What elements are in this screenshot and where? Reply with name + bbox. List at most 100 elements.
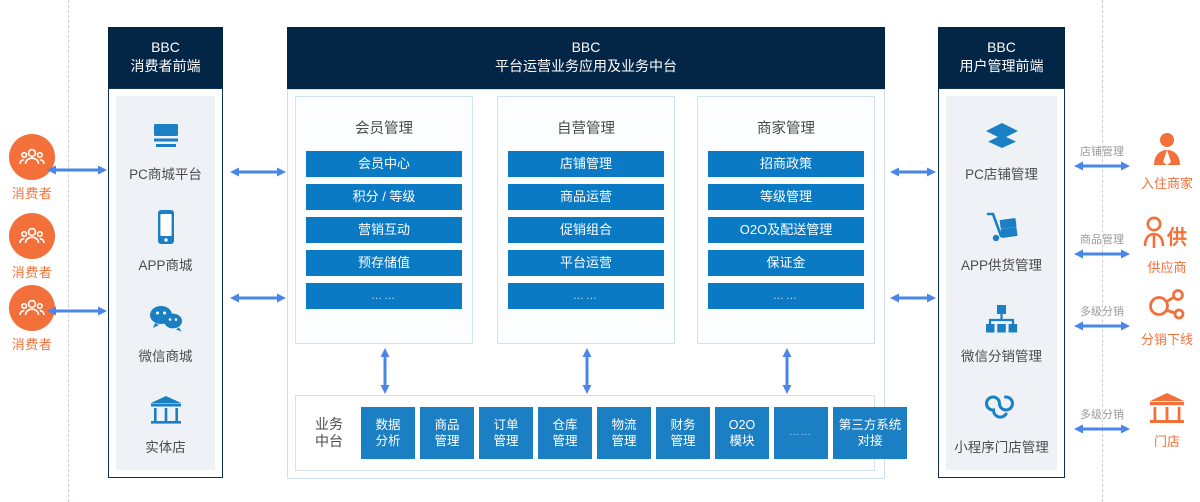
- cell-line1: O2O: [728, 418, 756, 432]
- arrow-role-supplier: [1073, 248, 1131, 260]
- share-nodes-icon: [1130, 284, 1200, 328]
- role-label: 入住商家: [1140, 176, 1193, 191]
- users-icon: [9, 285, 55, 331]
- mid-platform-bar: 业务 中台 数据分析 商品管理 订单管理 仓库管理 物流管理 财务管理 O: [295, 395, 907, 471]
- usermgmt-pc-shop[interactable]: PC店铺管理: [946, 116, 1057, 183]
- left-panel-header: BBC 消费者前端: [108, 27, 223, 88]
- cell-line2: 对接: [857, 434, 883, 448]
- cell-line2: 管理: [611, 434, 637, 448]
- role-merchant: 入住商家: [1130, 128, 1200, 192]
- arrow-role-store: [1073, 423, 1131, 435]
- channel-app-mall[interactable]: APP商城: [116, 207, 215, 274]
- role-label: 供应商: [1147, 260, 1187, 275]
- module-chip[interactable]: 保证金: [708, 250, 864, 276]
- channel-pc-mall[interactable]: PC商城平台: [116, 116, 215, 183]
- arrow-self-operated-to-midplatform: [581, 347, 593, 395]
- module-chip[interactable]: 招商政策: [708, 151, 864, 177]
- users-icon: [9, 213, 55, 259]
- merchant-person-icon: [1130, 128, 1200, 172]
- arrow-merchant-to-midplatform: [781, 347, 793, 395]
- right-panel-header-line2: 用户管理前端: [959, 58, 1044, 74]
- mid-platform-cell[interactable]: 第三方系统对接: [833, 407, 907, 459]
- right-panel: BBC 用户管理前端 PC店铺管理: [938, 27, 1065, 478]
- arrow-center-to-usermgmt-2: [889, 292, 937, 304]
- cell-line1: 财务: [670, 418, 696, 432]
- module-chip[interactable]: 平台运营: [508, 250, 664, 276]
- mid-platform-cell[interactable]: 物流管理: [597, 407, 651, 459]
- module-group-self-operated: 自营管理 店铺管理 商品运营 促销组合 平台运营 ……: [497, 96, 675, 344]
- mid-platform-cell[interactable]: 商品管理: [420, 407, 474, 459]
- module-chip[interactable]: O2O及配送管理: [708, 217, 864, 243]
- mobile-icon: [116, 207, 215, 247]
- mid-platform-cell[interactable]: 订单管理: [479, 407, 533, 459]
- cell-line1: 仓库: [552, 418, 578, 432]
- users-icon: [9, 134, 55, 180]
- layers-icon: [946, 116, 1057, 156]
- module-group-merchant: 商家管理 招商政策 等级管理 O2O及配送管理 保证金 ……: [697, 96, 875, 344]
- cell-line1: 数据: [375, 418, 401, 432]
- dashed-guide-right: [1102, 0, 1103, 502]
- arrow-center-to-usermgmt-1: [889, 166, 937, 178]
- module-chip[interactable]: 营销互动: [306, 217, 462, 243]
- usermgmt-label: 微信分销管理: [961, 349, 1042, 364]
- channel-wechat-mall[interactable]: 微信商城: [116, 298, 215, 365]
- svg-text:供: 供: [1166, 225, 1187, 249]
- left-panel-header-line2: 消费者前端: [130, 58, 201, 74]
- relation-label-product-mgmt: 商品管理: [1080, 234, 1124, 246]
- mid-platform-cell[interactable]: 财务管理: [656, 407, 710, 459]
- usermgmt-miniprogram-store[interactable]: 小程序门店管理: [946, 389, 1057, 456]
- arrow-frontend-to-center-2: [229, 292, 287, 304]
- store-icon: [116, 389, 215, 429]
- cell-line2: 管理: [552, 434, 578, 448]
- arrow-consumer-to-frontend-2: [46, 305, 108, 317]
- right-panel-inner: PC店铺管理 APP供货管理: [946, 96, 1057, 470]
- supplier-icon: 供: [1130, 212, 1200, 256]
- mid-platform-cell[interactable]: 仓库管理: [538, 407, 592, 459]
- arrow-member-to-midplatform: [379, 347, 391, 395]
- module-chip[interactable]: 商品运营: [508, 184, 664, 210]
- module-group-title: 商家管理: [757, 121, 815, 137]
- module-chip-more[interactable]: ……: [508, 283, 664, 309]
- right-panel-body: PC店铺管理 APP供货管理: [938, 88, 1065, 478]
- module-chip[interactable]: 店铺管理: [508, 151, 664, 177]
- cell-line2: 管理: [434, 434, 460, 448]
- module-chip[interactable]: 预存储值: [306, 250, 462, 276]
- center-panel-header-line2: 平台运营业务应用及业务中台: [495, 58, 677, 74]
- role-store: 门店: [1130, 386, 1200, 450]
- channel-label: 微信商城: [138, 349, 193, 364]
- usermgmt-wechat-distribution[interactable]: 微信分销管理: [946, 298, 1057, 365]
- network-icon: [946, 298, 1057, 338]
- mid-platform-cell-more[interactable]: ……: [774, 407, 828, 459]
- relation-label-multilevel-2: 多级分销: [1080, 409, 1124, 421]
- mid-platform-label-line2: 中台: [315, 433, 343, 449]
- usermgmt-app-supply[interactable]: APP供货管理: [946, 207, 1057, 274]
- mid-platform-label: 业务 中台: [306, 416, 352, 450]
- module-chip[interactable]: 等级管理: [708, 184, 864, 210]
- role-supplier: 供 供应商: [1130, 212, 1200, 276]
- module-chip[interactable]: 促销组合: [508, 217, 664, 243]
- cell-line1: 第三方系统: [838, 418, 902, 432]
- right-panel-header-line1: BBC: [987, 39, 1016, 55]
- usermgmt-label: PC店铺管理: [965, 167, 1038, 182]
- module-group-title: 自营管理: [557, 121, 615, 137]
- mini-program-icon: [946, 389, 1057, 429]
- module-chip-more[interactable]: ……: [708, 283, 864, 309]
- mid-platform-label-line1: 业务: [315, 416, 343, 432]
- role-label: 分销下线: [1140, 332, 1193, 347]
- center-panel-header: BBC 平台运营业务应用及业务中台: [287, 27, 885, 89]
- module-chip[interactable]: 积分 / 等级: [306, 184, 462, 210]
- actor-consumer-2: 消费者: [0, 213, 64, 281]
- wechat-icon: [116, 298, 215, 338]
- left-panel-inner: PC商城平台 APP商城: [116, 96, 215, 470]
- channel-physical-store[interactable]: 实体店: [116, 389, 215, 456]
- role-distribution-downline: 分销下线: [1130, 284, 1200, 348]
- module-chip[interactable]: 会员中心: [306, 151, 462, 177]
- cell-line1: 商品: [434, 418, 460, 432]
- module-chip-more[interactable]: ……: [306, 283, 462, 309]
- mid-platform-cell[interactable]: 数据分析: [361, 407, 415, 459]
- actor-consumer-1: 消费者: [0, 134, 64, 202]
- actor-label: 消费者: [11, 186, 53, 201]
